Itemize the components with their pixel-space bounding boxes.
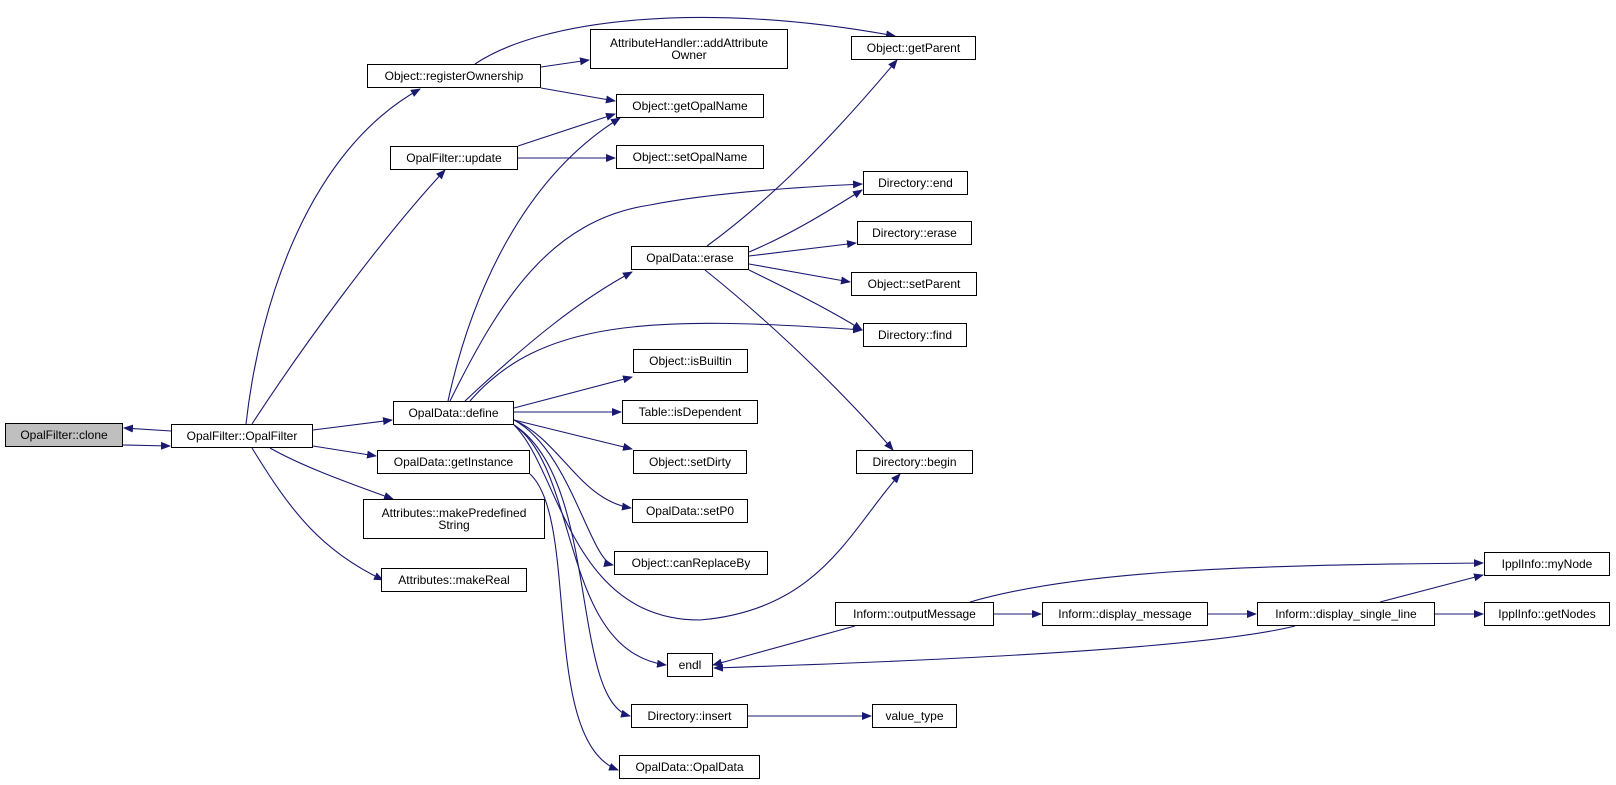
node-ipplinfo-getnodes[interactable]: IpplInfo::getNodes — [1484, 602, 1610, 626]
edge-erase-to-setparent — [748, 263, 851, 285]
node-ipplinfo-mynode[interactable]: IpplInfo::myNode — [1484, 552, 1610, 576]
node-object-getparent[interactable]: Object::getParent — [851, 36, 976, 60]
edge-outputmessage-to-mynode — [969, 559, 1484, 603]
node-directory-insert[interactable]: Directory::insert — [631, 704, 748, 728]
edge-opalfilter-to-registerownership — [245, 88, 421, 425]
edge-define-to-canreplaceby — [513, 419, 614, 567]
node-opaldata-constructor[interactable]: OpalData::OpalData — [619, 755, 760, 779]
node-directory-end[interactable]: Directory::end — [863, 171, 968, 195]
edge-erase-to-dirend — [748, 189, 863, 253]
edge-update-to-getopalname — [517, 113, 616, 147]
edge-displaysingleline-to-mynode — [1379, 573, 1484, 603]
node-object-canreplaceby[interactable]: Object::canReplaceBy — [614, 551, 768, 575]
edge-opalfilter-to-makereal — [251, 447, 384, 581]
edge-define-to-getopalname — [447, 117, 621, 402]
edge-define-to-erase — [464, 271, 633, 402]
node-object-getopalname[interactable]: Object::getOpalName — [616, 94, 764, 118]
edge-displaysingleline-to-endl — [713, 625, 1296, 672]
edge-define-to-isbuiltin — [513, 375, 633, 409]
edge-erase-to-dirbegin — [704, 269, 894, 451]
edge-getinstance-to-opaldata — [529, 473, 619, 771]
edge-define-to-dirfind — [469, 322, 863, 402]
node-attributehandler-addattributeowner[interactable]: AttributeHandler::addAttribute Owner — [590, 29, 788, 69]
node-inform-outputmessage[interactable]: Inform::outputMessage — [835, 602, 994, 626]
edge-registerownership-to-getparent — [474, 16, 896, 65]
edge-define-to-setdirty — [513, 419, 633, 451]
edge-outputmessage-to-endl — [712, 625, 856, 667]
node-opalfilter-constructor[interactable]: OpalFilter::OpalFilter — [171, 424, 313, 448]
edge-opalfilter-to-clone — [123, 424, 172, 433]
node-opaldata-setp0[interactable]: OpalData::setP0 — [632, 499, 748, 523]
node-object-setopalname[interactable]: Object::setOpalName — [616, 145, 764, 169]
edge-erase-to-dirfind — [748, 269, 863, 331]
edge-define-to-endl — [513, 424, 667, 668]
edge-clone-to-opalfilter — [122, 441, 171, 450]
edge-registerownership-to-getopalname — [540, 87, 616, 104]
edge-erase-to-direrase — [748, 240, 857, 257]
node-directory-find[interactable]: Directory::find — [863, 323, 967, 347]
edge-registerownership-to-addattributeowner — [540, 57, 590, 68]
node-value-type[interactable]: value_type — [872, 704, 957, 728]
edge-define-to-dirbegin — [513, 424, 901, 621]
edge-opalfilter-to-update — [251, 169, 446, 425]
edge-define-to-direnend — [449, 180, 863, 402]
node-object-setdirty[interactable]: Object::setDirty — [633, 450, 747, 474]
node-directory-erase[interactable]: Directory::erase — [857, 221, 972, 245]
node-inform-displaysingleline[interactable]: Inform::display_single_line — [1257, 602, 1435, 626]
node-attributes-makereal[interactable]: Attributes::makeReal — [381, 568, 527, 592]
node-table-isdependent[interactable]: Table::isDependent — [622, 400, 758, 424]
edge-erase-to-getparent — [706, 59, 898, 247]
node-endl[interactable]: endl — [667, 653, 713, 677]
node-opalfilter-update[interactable]: OpalFilter::update — [390, 146, 518, 170]
node-inform-displaymessage[interactable]: Inform::display_message — [1042, 602, 1208, 626]
node-attributes-makepredefinedstring[interactable]: Attributes::makePredefined String — [363, 499, 545, 539]
node-opaldata-erase[interactable]: OpalData::erase — [631, 246, 749, 270]
edge-opalfilter-to-define — [312, 417, 393, 431]
node-opaldata-getinstance[interactable]: OpalData::getInstance — [377, 450, 530, 474]
node-object-registerownership[interactable]: Object::registerOwnership — [367, 64, 541, 88]
node-opaldata-define[interactable]: OpalData::define — [393, 401, 514, 425]
node-object-setparent[interactable]: Object::setParent — [851, 272, 977, 296]
edge-define-to-dirinsert — [513, 424, 631, 718]
node-object-isbuiltin[interactable]: Object::isBuiltin — [633, 349, 748, 373]
edge-opalfilter-to-makepredefined — [269, 447, 394, 500]
edge-define-to-setp0 — [513, 419, 632, 511]
node-directory-begin[interactable]: Directory::begin — [856, 450, 973, 474]
edge-opalfilter-to-getinstance — [312, 445, 377, 459]
node-opalfilter-clone: OpalFilter::clone — [5, 423, 123, 447]
